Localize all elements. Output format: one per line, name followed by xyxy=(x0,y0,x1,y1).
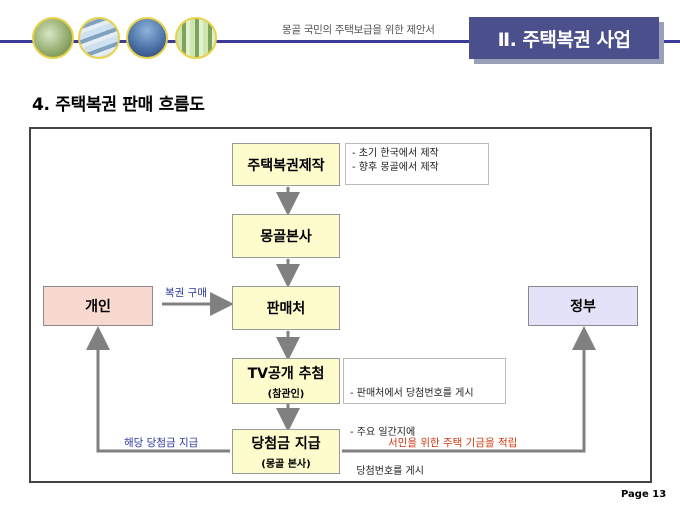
settlement-photo-icon xyxy=(78,17,120,59)
step-payout-sub: (몽골 본사) xyxy=(261,459,311,470)
production-note: - 초기 한국에서 제작 - 향후 몽골에서 제작 xyxy=(345,143,489,185)
production-note-line: - 초기 한국에서 제작 xyxy=(352,148,439,159)
person-label: 개인 xyxy=(85,299,111,315)
draw-note: - 판매처에서 당첨번호를 게시 - 주요 일간지에 당첨번호를 게시 xyxy=(343,358,506,477)
government-label: 정부 xyxy=(570,299,596,315)
emblem-photo-icon xyxy=(126,17,168,59)
person-box: 개인 xyxy=(43,286,153,326)
section-title: 4. 주택복권 판매 흐름도 xyxy=(32,95,205,115)
step-payout: 당첨금 지급 (몽골 본사) xyxy=(232,429,340,474)
step-tv-draw-sub: (참관인) xyxy=(267,388,305,400)
step-tv-draw: TV공개 추첨 (참관인) xyxy=(232,358,340,404)
buy-label: 복권 구매 xyxy=(165,287,207,299)
government-box: 정부 xyxy=(528,286,638,326)
buildings-photo-icon xyxy=(175,17,217,59)
header-rule xyxy=(0,40,680,43)
draw-note-line: 당첨번호를 게시 xyxy=(350,466,424,477)
landscape-photo-icon xyxy=(32,17,74,59)
production-note-line: - 향후 몽골에서 제작 xyxy=(352,162,439,173)
header-subtitle: 몽골 국민의 주택보급을 위한 제안서 xyxy=(282,24,435,36)
section-badge: Ⅱ. 주택복권 사업 xyxy=(469,17,659,59)
step-seller: 판매처 xyxy=(232,286,340,330)
page-number: Page 13 xyxy=(621,489,667,500)
arrow-payout-person xyxy=(86,326,230,453)
draw-note-line: - 판매처에서 당첨번호를 게시 xyxy=(350,388,474,399)
step-tv-draw-label: TV공개 추첨 xyxy=(247,365,325,382)
step-mongol-hq-label: 몽골본사 xyxy=(260,229,312,245)
step-production-label: 주택복권제작 xyxy=(247,157,325,174)
step-production: 주택복권제작 xyxy=(232,143,340,186)
diagram-frame xyxy=(29,127,652,483)
step-seller-label: 판매처 xyxy=(266,301,306,317)
draw-note-line: - 주요 일간지에 xyxy=(350,427,416,438)
step-mongol-hq: 몽골본사 xyxy=(232,214,340,258)
fund-label: 서민을 위한 주택 기금을 적립 xyxy=(388,437,518,449)
payout-label: 해당 당첨금 지급 xyxy=(124,437,199,449)
arrow-fund-government xyxy=(342,326,596,453)
step-payout-label: 당첨금 지급 xyxy=(251,436,321,452)
